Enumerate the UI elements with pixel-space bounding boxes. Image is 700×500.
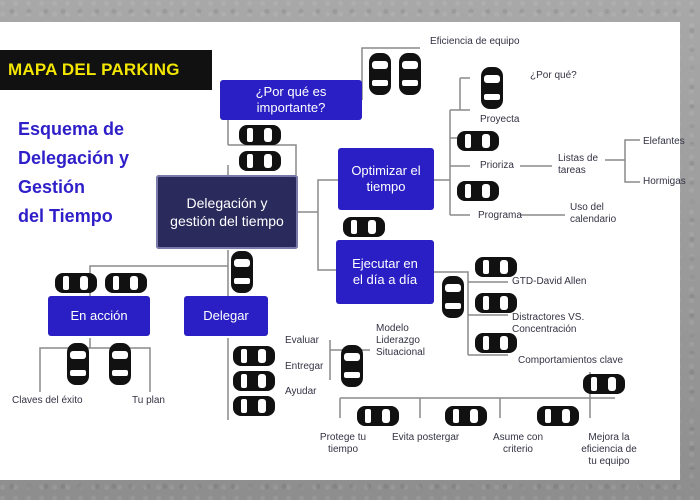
- car-icon: [537, 406, 579, 426]
- car-icon: [67, 343, 89, 385]
- title-line: Gestión: [18, 177, 86, 197]
- label-tu-plan: Tu plan: [132, 395, 165, 406]
- parking-map-banner: MAPA DEL PARKING: [0, 50, 212, 90]
- label-listas: Listas de tareas: [558, 153, 599, 176]
- car-icon: [105, 273, 147, 293]
- car-icon: [442, 276, 464, 318]
- car-icon: [457, 181, 499, 201]
- car-icon: [343, 217, 385, 237]
- label-asume: Asume con criterio: [492, 432, 544, 455]
- node-label: Optimizar el tiempo: [351, 163, 421, 194]
- car-icon: [475, 293, 517, 313]
- label-proyecta: Proyecta: [480, 114, 520, 125]
- label-uso-calendario: Uso del calendario: [570, 202, 617, 225]
- label-entregar: Entregar: [285, 361, 324, 372]
- label-modelo: Modelo Liderazgo Situacional: [376, 323, 425, 358]
- car-icon: [475, 333, 517, 353]
- diagram-title: Esquema de Delegación y Gestión del Tiem…: [18, 115, 158, 231]
- node-label: Ejecutar en el día a día: [352, 256, 418, 287]
- car-icon: [239, 125, 281, 145]
- car-icon: [233, 396, 275, 416]
- label-comportamientos: Comportamientos clave: [518, 355, 624, 366]
- label-hormigas: Hormigas: [643, 176, 686, 187]
- label-distractores: Distractores VS. Concentración: [512, 312, 585, 335]
- car-icon: [457, 131, 499, 151]
- label-gtd: GTD-David Allen: [512, 276, 587, 287]
- label-prioriza: Prioriza: [480, 160, 514, 171]
- node-main: Delegación y gestión del tiempo: [156, 175, 298, 249]
- title-line: Delegación y: [18, 148, 130, 168]
- title-line: Esquema de: [18, 119, 125, 139]
- label-protege: Protege tu tiempo: [319, 432, 367, 455]
- label-evita: Evita postergar: [392, 432, 460, 443]
- car-icon: [399, 53, 421, 95]
- node-delegate: Delegar: [184, 296, 268, 336]
- node-label: En acción: [70, 308, 128, 323]
- label-elefantes: Elefantes: [643, 136, 685, 147]
- node-optimize: Optimizar el tiempo: [338, 148, 434, 210]
- node-label: ¿Por qué es importante?: [255, 84, 327, 115]
- node-label: Delegación y gestión del tiempo: [170, 195, 284, 229]
- car-icon: [481, 67, 503, 109]
- car-icon: [341, 345, 363, 387]
- node-in-action: En acción: [48, 296, 150, 336]
- car-icon: [369, 53, 391, 95]
- banner-text: MAPA DEL PARKING: [8, 60, 180, 79]
- car-icon: [109, 343, 131, 385]
- car-icon: [231, 251, 253, 293]
- car-icon: [233, 346, 275, 366]
- car-icon: [475, 257, 517, 277]
- node-execute: Ejecutar en el día a día: [336, 240, 434, 304]
- label-programa: Programa: [478, 210, 522, 221]
- node-label: Delegar: [203, 308, 249, 323]
- label-claves: Claves del éxito: [12, 395, 83, 406]
- car-icon: [233, 371, 275, 391]
- node-why-important: ¿Por qué es importante?: [220, 80, 362, 120]
- label-por-que: ¿Por qué?: [530, 70, 577, 81]
- title-line: del Tiempo: [18, 206, 113, 226]
- car-icon: [239, 151, 281, 171]
- label-eficiencia: Eficiencia de equipo: [430, 36, 520, 47]
- car-icon: [55, 273, 97, 293]
- car-icon: [583, 374, 625, 394]
- car-icon: [445, 406, 487, 426]
- label-evaluar: Evaluar: [285, 335, 319, 346]
- label-ayudar: Ayudar: [285, 386, 317, 397]
- car-icon: [357, 406, 399, 426]
- label-mejora: Mejora la eficiencia de tu equipo: [581, 432, 637, 467]
